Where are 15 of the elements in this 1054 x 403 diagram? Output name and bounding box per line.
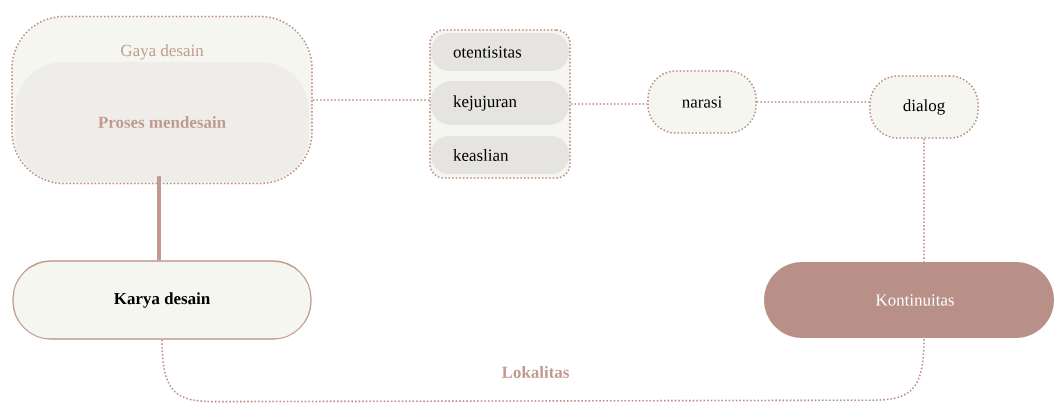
edge-label: Lokalitas (499, 363, 572, 380)
rounded-box: narasi (647, 70, 757, 134)
process-box: Proses mendesain (15, 62, 309, 182)
connector-line (161, 337, 925, 403)
connector-line (312, 99, 430, 101)
pill-box: kejujuran (431, 81, 569, 125)
connector-line (756, 101, 870, 103)
rounded-box: Kontinuitas (764, 262, 1054, 338)
connector-line (570, 103, 648, 105)
pill-box: keaslian (431, 136, 569, 174)
rounded-box: Karya desain (12, 260, 312, 340)
rounded-box: dialog (869, 75, 979, 139)
pill-box: otentisitas (431, 33, 569, 71)
connector-line (923, 138, 925, 263)
connector-bar (157, 176, 161, 261)
